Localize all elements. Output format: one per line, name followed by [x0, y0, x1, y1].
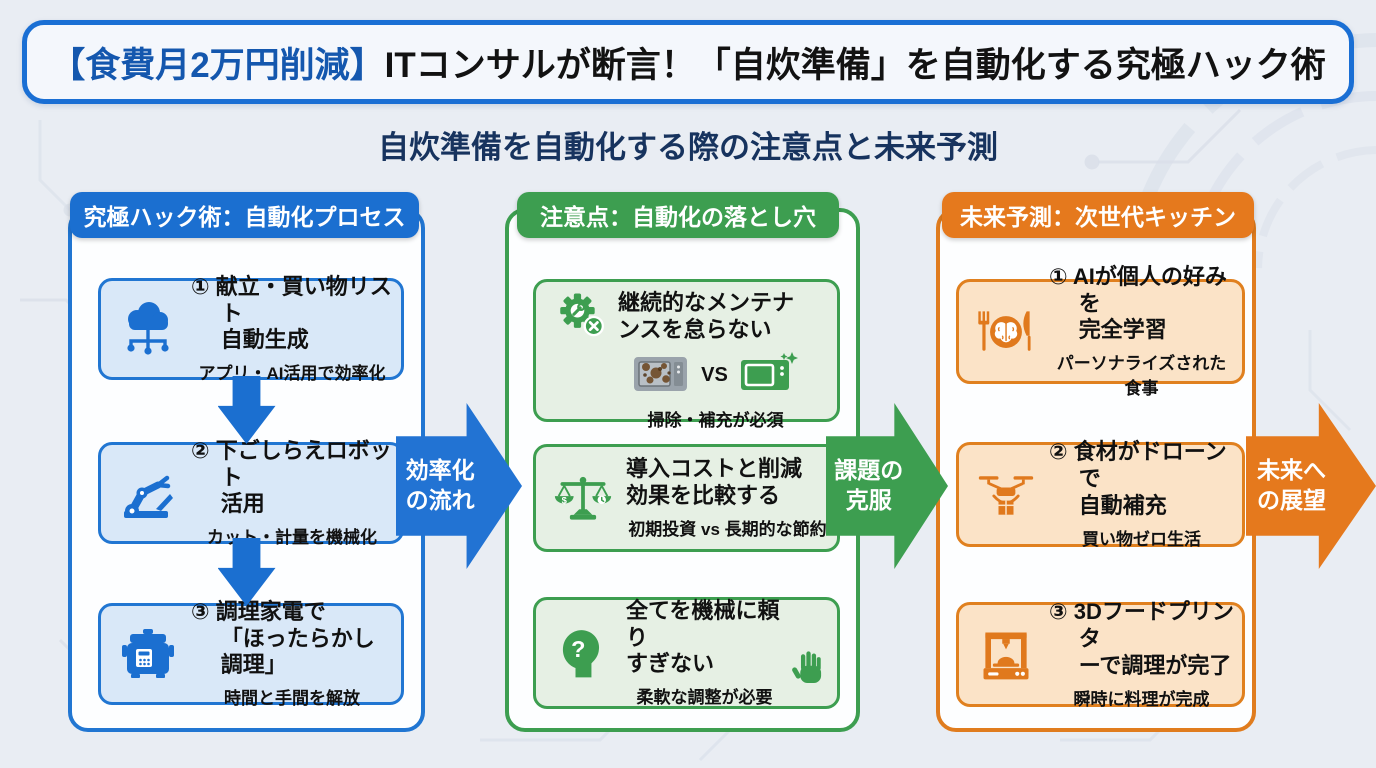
card-title: ① 献立・買い物リスト 自動生成: [191, 273, 392, 353]
card-title: ② 食材がドローンで 自動補充: [1049, 439, 1227, 518]
card-caption: 時間と手間を解放: [224, 689, 360, 709]
title-rest: ITコンサルが断言！「自炊準備」を自動化する究極ハック術: [384, 45, 1326, 85]
card-maintenance: 継続的なメンテナ ンスを怠らない VS: [533, 279, 840, 430]
svg-text:?: ?: [571, 636, 585, 662]
card-title: ③ 3Dフードプリンタ ーで調理が完了: [1049, 599, 1234, 678]
flow-arrow-label: 課題の 克服: [834, 457, 904, 513]
gear-wrench-icon: [546, 288, 618, 346]
dirty-microwave-icon: [633, 352, 689, 399]
card-menu-list: ① 献立・買い物リスト 自動生成 アプリ・AI活用で効率化: [98, 274, 404, 383]
page-subtitle: 自炊準備を自動化する際の注意点と未来予測: [378, 130, 998, 165]
card-caption: 買い物ゼロ生活: [1082, 529, 1201, 549]
flow-arrow-label: 未来へ の展望: [1257, 457, 1326, 513]
cautions-column-header: 注意点：自動化の落とし穴: [517, 192, 839, 238]
card-title: 継続的なメンテナ ンスを怠らない: [618, 290, 795, 342]
drone-delivery-icon: [967, 465, 1045, 525]
head-question-icon: ?: [544, 623, 622, 683]
card-cost-compare: $ 導入コストと削減 効果を比較する 初期投資 vs 長期的な節約: [533, 444, 840, 552]
card-caption: アプリ・AI活用で効率化: [198, 364, 386, 384]
card-caption: 掃除・補充が必須: [647, 411, 784, 430]
balance-scale-icon: $: [544, 468, 622, 528]
multicooker-icon: [109, 622, 187, 686]
card-ai-learning: ① AIが個人の好みを 完全学習 パーソナライズされた食事: [956, 264, 1245, 398]
process-column-header: 究極ハック術：自動化プロセス: [70, 192, 419, 238]
clean-microwave-icon: [740, 352, 798, 399]
card-title: 導入コストと削減 効果を比較する: [626, 456, 803, 508]
card-title: ③ 調理家電で 「ほったらかし調理」: [191, 598, 375, 678]
card-prep-robot: ② 下ごしらえロボット 活用 カット・計量を機械化: [98, 438, 404, 547]
card-caption: 初期投資 vs 長期的な節約: [628, 519, 827, 539]
food-printer-icon: [967, 625, 1045, 685]
flow-arrow-label: 効率化 の流れ: [405, 457, 475, 513]
card-title: 全てを機械に頼り すぎない: [626, 597, 780, 677]
vs-label: VS: [701, 364, 728, 386]
card-dont-over-rely: ? 全てを機械に頼り すぎない 柔軟な調整が必要: [533, 597, 840, 709]
card-title: ① AIが個人の好みを 完全学習: [1049, 263, 1227, 343]
microwave-vs-row: VS: [604, 352, 827, 399]
process-column: 究極ハック術：自動化プロセス ① 献立・買い物リスト 自動生成 アプリ・AI活用…: [68, 192, 425, 732]
svg-text:$: $: [562, 496, 568, 506]
card-caption: 瞬時に料理が完成: [1073, 689, 1210, 709]
card-caption: パーソナライズされた食事: [1056, 354, 1227, 399]
title-banner: 【食費月2万円削減】 ITコンサルが断言！「自炊準備」を自動化する究極ハック術: [22, 20, 1354, 104]
title-highlight: 【食費月2万円削減】: [50, 45, 385, 85]
robot-arm-icon: [109, 461, 187, 525]
card-title: ② 下ごしらえロボット 活用: [191, 437, 392, 517]
future-column-header: 未来予測：次世代キッチン: [942, 192, 1254, 238]
stop-hand-icon: [783, 645, 829, 700]
card-caption: 柔軟な調整が必要: [636, 688, 773, 708]
card-caption: カット・計量を機械化: [207, 528, 377, 548]
brain-plate-icon: [967, 302, 1045, 362]
down-arrow: [217, 376, 276, 444]
card-auto-cooker: ③ 調理家電で 「ほったらかし調理」 時間と手間を解放: [98, 599, 404, 708]
card-3d-food-printer: ③ 3Dフードプリンタ ーで調理が完了 瞬時に料理が完成: [956, 599, 1245, 709]
cloud-network-icon: [109, 297, 187, 361]
future-column: 未来予測：次世代キッチン: [936, 192, 1256, 732]
card-drone-restock: ② 食材がドローンで 自動補充 買い物ゼロ生活: [956, 439, 1245, 549]
cautions-column: 注意点：自動化の落とし穴: [505, 192, 860, 732]
